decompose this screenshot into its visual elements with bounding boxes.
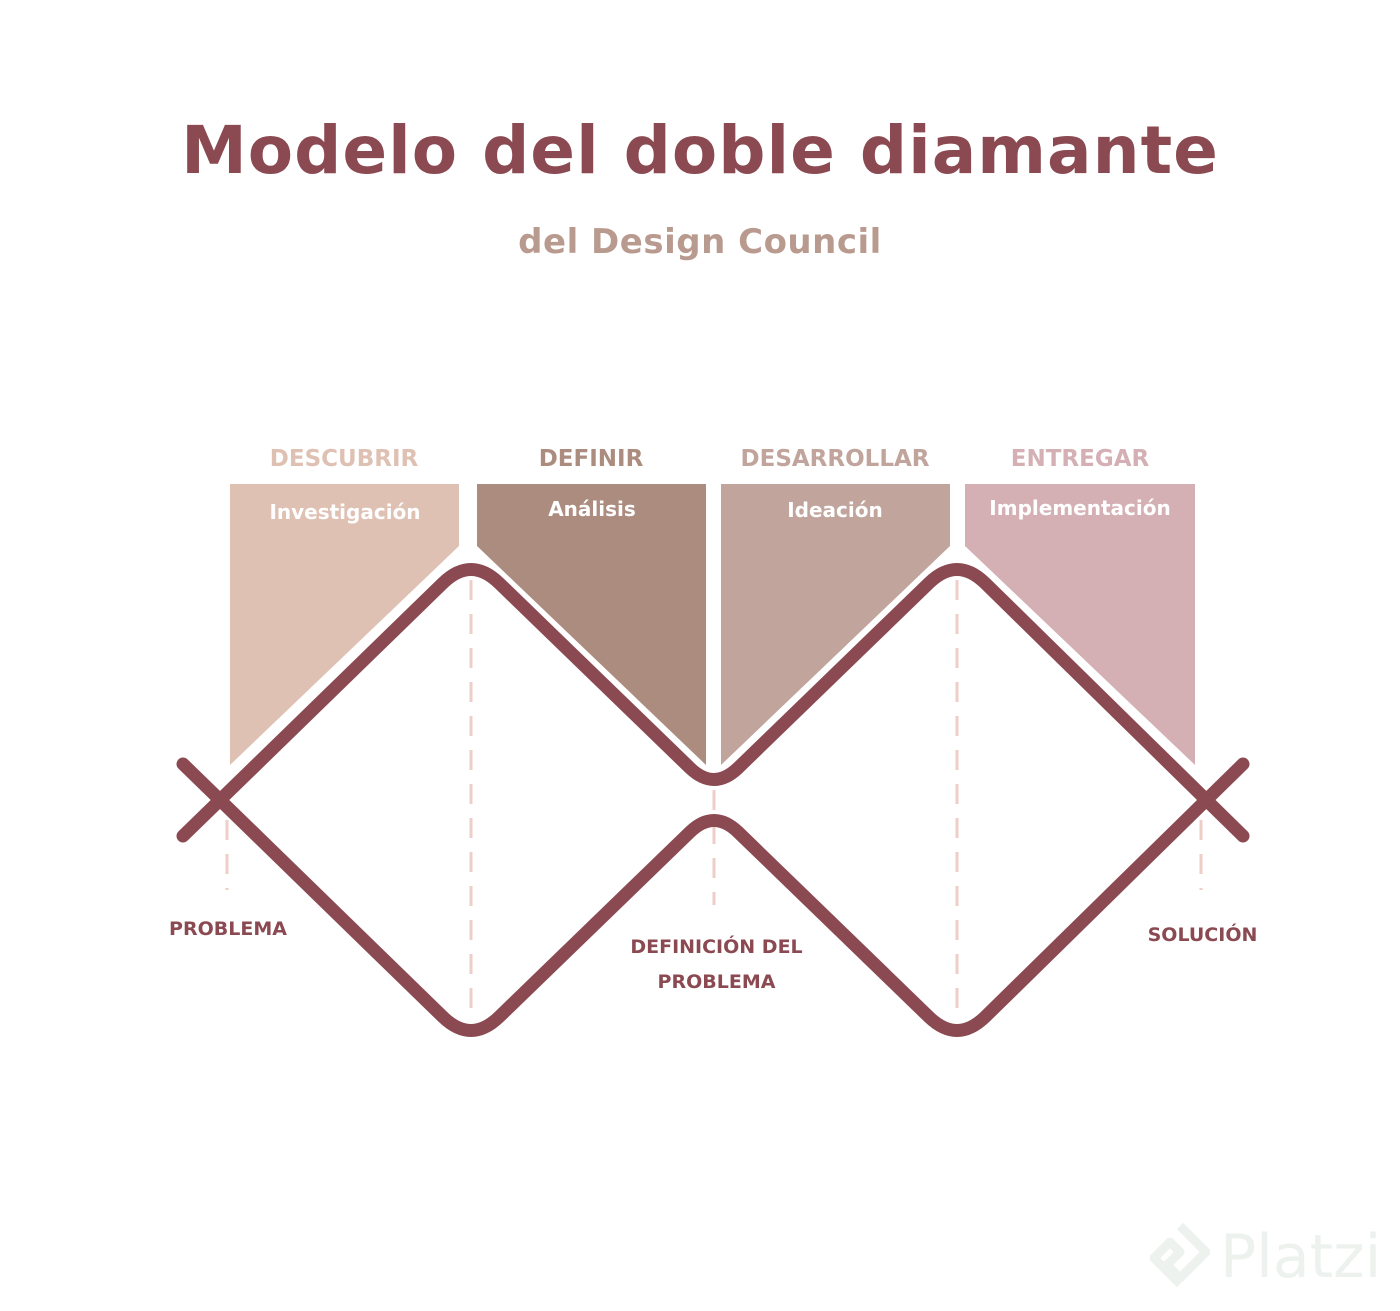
phase-panel-develop <box>721 484 950 765</box>
activity-label-analysis: Análisis <box>548 497 636 521</box>
phase-label-deliver: ENTREGAR <box>1010 446 1150 472</box>
platzi-watermark: Platzi <box>1150 1222 1381 1292</box>
upper-diamond-line <box>176 563 1250 843</box>
milestone-problem-definition-line2: PROBLEMA <box>657 971 776 993</box>
activity-label-ideation: Ideación <box>787 498 883 522</box>
phase-panel-define <box>477 484 706 765</box>
milestone-problem: PROBLEMA <box>169 918 287 940</box>
platzi-watermark-text: Platzi <box>1220 1222 1382 1292</box>
phase-label-define: DEFINIR <box>538 446 644 472</box>
platzi-logo-icon <box>1150 1222 1210 1288</box>
phase-label-discover: DESCUBRIR <box>269 446 419 472</box>
page-subtitle: del Design Council <box>518 222 882 262</box>
milestone-problem-definition-line1: DEFINICIÓN DEL <box>630 936 803 958</box>
activity-label-implementation: Implementación <box>989 496 1171 520</box>
phase-panel-deliver <box>965 484 1195 765</box>
page-title: Modelo del doble diamante <box>181 112 1219 189</box>
lower-diamond-line <box>176 757 1250 1037</box>
phase-panel-discover <box>230 484 459 765</box>
phase-label-develop: DESARROLLAR <box>740 446 930 472</box>
milestone-solution: SOLUCIÓN <box>1147 924 1258 946</box>
activity-label-research: Investigación <box>269 500 421 524</box>
milestone-problem-definition: DEFINICIÓN DEL PROBLEMA <box>614 930 819 1000</box>
dashed-guides <box>225 580 1203 1022</box>
